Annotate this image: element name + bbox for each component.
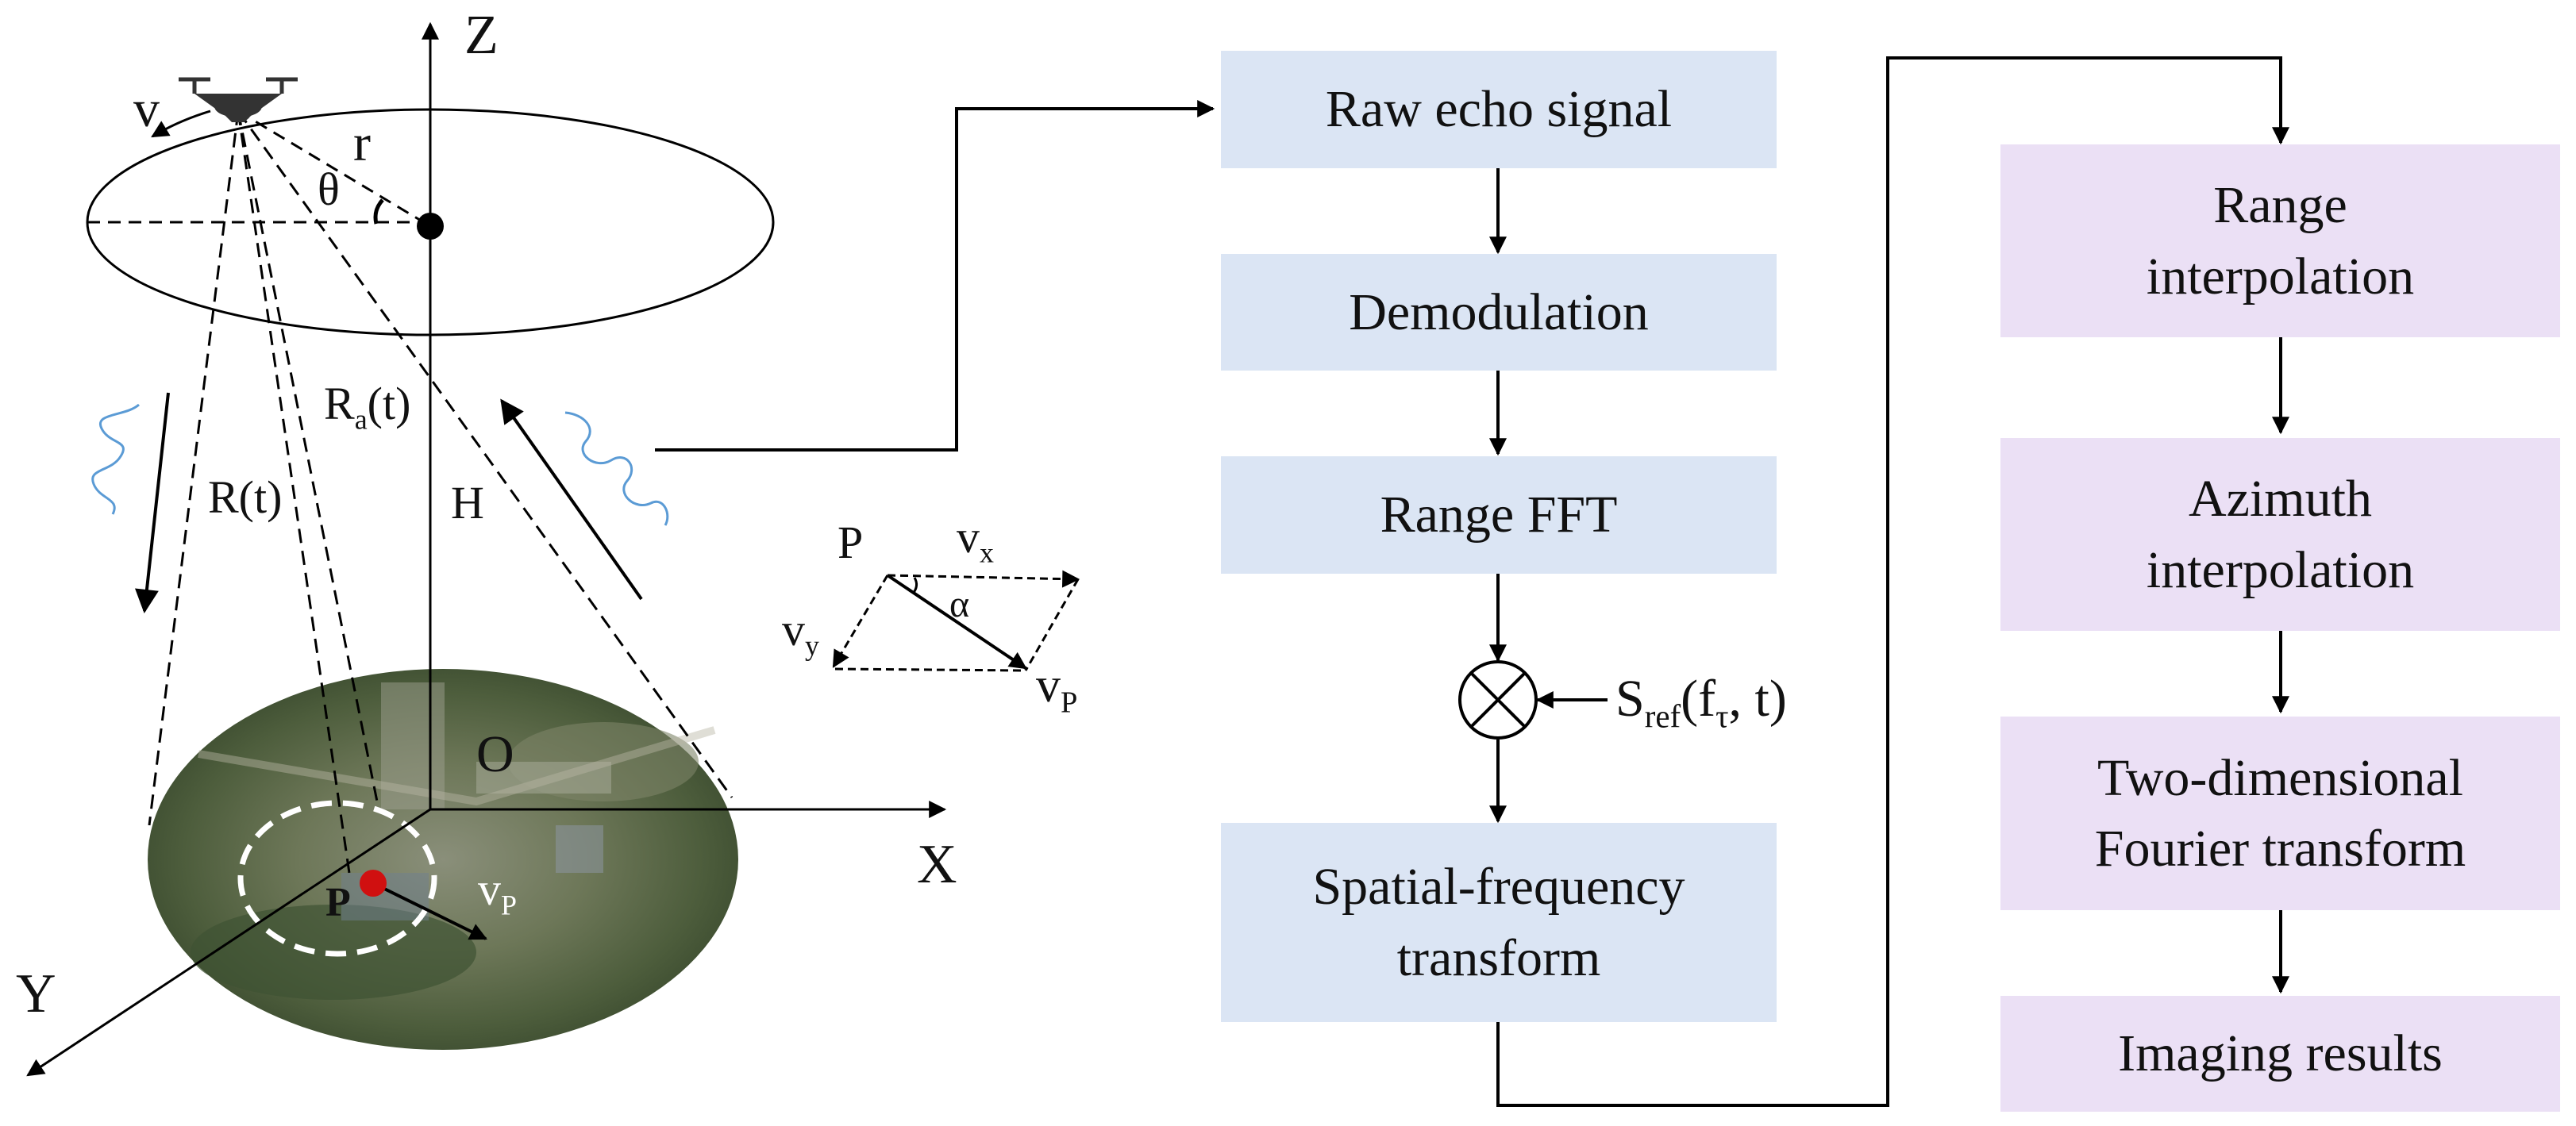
slant-range-label: R(t) (208, 471, 283, 523)
ra-label: Ra(t) (324, 378, 411, 436)
orbit-center (417, 213, 444, 240)
connector-left-to-right (1496, 56, 2289, 1107)
imaging-results-box: Imaging results (2000, 996, 2560, 1112)
reference-signal-label: Sref(fτ, t) (1615, 670, 1787, 735)
target-region-circle (237, 800, 437, 957)
receive-arrow (500, 398, 643, 601)
echo-wave-icon (564, 411, 669, 526)
fourier-transform-box: Two-dimensional Fourier transform (2000, 717, 2560, 910)
raw-echo-box: Raw echo signal (1221, 51, 1777, 168)
target-velocity-label: vP (478, 863, 517, 921)
height-label: H (451, 477, 484, 528)
target-dot (360, 870, 387, 897)
vx-label: vx (957, 511, 994, 569)
vy-label: vy (782, 604, 819, 662)
drone-icon (179, 77, 298, 122)
velocity-arrow (151, 110, 211, 138)
range-interpolation-box: Range interpolation (2000, 144, 2560, 337)
spatial-frequency-box: Spatial-frequency transform (1221, 823, 1777, 1022)
connector-echo-to-raw (655, 100, 1215, 452)
radius-label: r (353, 114, 371, 172)
alpha-label: α (949, 583, 970, 625)
x-axis-label: X (917, 834, 957, 895)
y-axis (26, 808, 431, 1077)
target-velocity-arrow (372, 882, 487, 940)
origin-label: O (476, 725, 514, 783)
velocity-label: v (133, 80, 160, 138)
echo-wave-icon (91, 403, 140, 515)
demodulation-box: Demodulation (1221, 254, 1777, 371)
azimuth-interpolation-box: Azimuth interpolation (2000, 438, 2560, 631)
theta-label: θ (318, 163, 340, 215)
vector-inset (832, 570, 1080, 672)
ground-scene-image (148, 669, 738, 1050)
range-fft-box: Range FFT (1221, 456, 1777, 574)
z-axis-label: Z (464, 5, 499, 66)
inset-vp-label: vP (1036, 659, 1078, 720)
y-axis-label: Y (16, 963, 56, 1024)
multiply-icon (1458, 660, 1538, 740)
target-point-label: P (325, 880, 351, 925)
inset-point-label: P (837, 517, 864, 568)
transmit-arrow (135, 392, 170, 613)
